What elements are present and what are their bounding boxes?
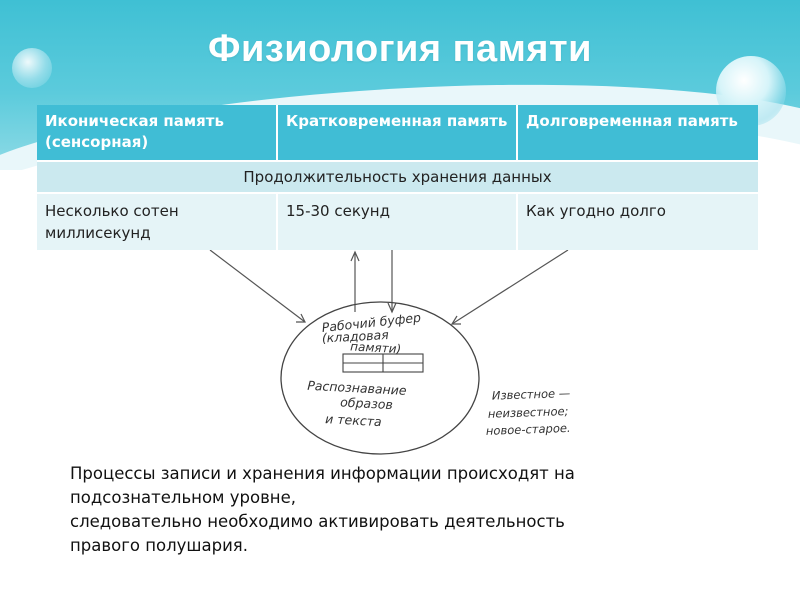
body-line-4: правого полушария. bbox=[70, 536, 248, 555]
table-subheader-row: Продолжительность хранения данных bbox=[37, 160, 758, 193]
note-line3: новое-старое. bbox=[486, 421, 571, 438]
body-paragraph: Процессы записи и хранения информации пр… bbox=[70, 462, 730, 558]
arrow-right bbox=[451, 249, 569, 325]
decorative-orb-left bbox=[12, 48, 52, 88]
buffer-label-line3: памяти) bbox=[350, 339, 402, 356]
page-title: Физиология памяти bbox=[208, 28, 592, 70]
cell-short-term-duration: 15-30 секунд bbox=[277, 192, 518, 250]
subheader-storage-duration: Продолжительность хранения данных bbox=[37, 160, 758, 193]
header-short-term-memory: Кратковременная память bbox=[277, 105, 518, 161]
memory-types-table: Иконическая память (сенсорная) Кратковре… bbox=[37, 105, 758, 250]
note-line2: неизвестное; bbox=[488, 404, 569, 421]
table-row: Несколько сотен миллисекунд 15-30 секунд… bbox=[37, 192, 758, 250]
cell-iconic-duration: Несколько сотен миллисекунд bbox=[37, 192, 278, 250]
buffer-box bbox=[342, 353, 424, 373]
table-header-row: Иконическая память (сенсорная) Кратковре… bbox=[37, 105, 758, 161]
cell-long-term-duration: Как угодно долго bbox=[517, 192, 758, 250]
body-line-1: Процессы записи и хранения информации пр… bbox=[70, 464, 575, 483]
buffer-label-line1: Рабочий буфер bbox=[321, 310, 422, 335]
arrow-down-head bbox=[387, 302, 397, 314]
arrow-right-head bbox=[450, 315, 461, 325]
note-line1: Известное — bbox=[492, 386, 571, 403]
memory-circle bbox=[280, 301, 480, 455]
recog-label-line2: образов bbox=[340, 394, 393, 412]
header-long-term-memory: Долговременная память bbox=[517, 105, 758, 161]
recog-label-line1: Распознавание bbox=[307, 378, 407, 398]
arrow-left bbox=[209, 249, 306, 323]
arrow-up-head bbox=[350, 250, 360, 262]
buffer-label-line2: (кладовая bbox=[321, 327, 389, 346]
recog-label-line3: и текста bbox=[325, 411, 382, 429]
body-line-2: подсознательном уровне, bbox=[70, 488, 296, 507]
arrow-left-head bbox=[296, 313, 306, 323]
body-line-3: следовательно необходимо активировать де… bbox=[70, 512, 565, 531]
header-iconic-memory: Иконическая память (сенсорная) bbox=[37, 105, 278, 161]
